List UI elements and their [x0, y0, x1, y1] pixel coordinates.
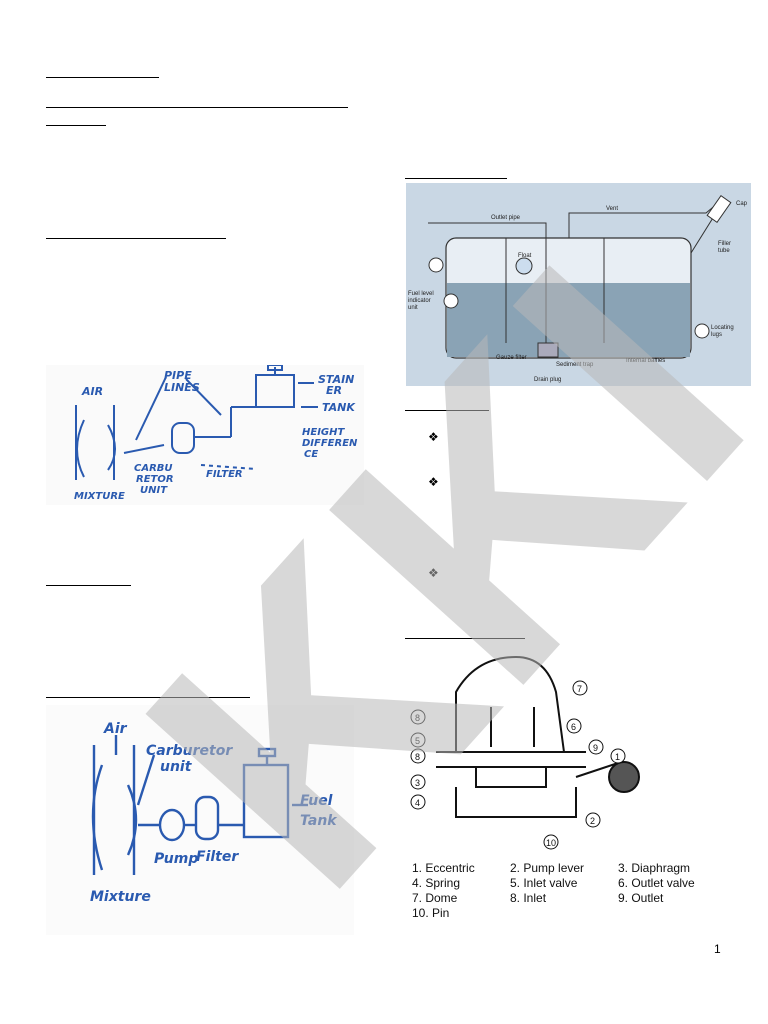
sketch-label: FILTER: [206, 469, 243, 480]
sketch-label: ER: [326, 384, 342, 397]
tank-label: unit: [408, 305, 418, 311]
sketch-label: HEIGHT: [302, 427, 345, 438]
legend-item: 7. Dome: [412, 891, 458, 905]
sketch-label: STAIN: [318, 373, 354, 386]
callout: 9: [593, 743, 598, 753]
callout: 8: [415, 713, 420, 723]
page-number: 1: [714, 942, 721, 956]
legend-item: 3. Diaphragm: [618, 861, 690, 875]
sketch-label: Carburetor: [146, 743, 233, 759]
tank-label: Locating: [711, 325, 734, 331]
sketch-label: CE: [304, 449, 318, 460]
fuel-system-sketch-pump: Air Carburetor unit Fuel Tank Pump Filte…: [46, 705, 354, 935]
fuel-tank-diagram: Outlet pipe Vent Cap Filler tube Float F…: [406, 183, 751, 386]
sketch-label: Filter: [196, 849, 239, 865]
callout: 4: [415, 798, 420, 808]
tank-label: Outlet pipe: [491, 215, 521, 221]
legend-item: 9. Outlet: [618, 891, 664, 905]
sketch-label: PIPE: [164, 369, 192, 382]
tank-label: lugs: [711, 332, 722, 338]
sketch-label: TANK: [322, 401, 356, 414]
legend-item: 10. Pin: [412, 906, 449, 920]
sketch-label: MIXTURE: [74, 491, 125, 502]
callout: 6: [571, 722, 576, 732]
legend-item: 6. Outlet valve: [618, 876, 695, 890]
bullet-diamond-icon: ❖: [428, 475, 439, 489]
callout: 2: [590, 816, 595, 826]
sketch-label: Mixture: [90, 889, 151, 905]
heading-rule-7: [405, 178, 507, 179]
bullet-diamond-icon: ❖: [428, 430, 439, 444]
legend-item: 1. Eccentric: [412, 861, 475, 875]
fuel-system-sketch-gravity: PIPE LINES STAIN ER AIR TANK HEIGHT DIFF…: [46, 365, 364, 505]
tank-label: indicator: [408, 298, 431, 304]
heading-rule-9: [405, 638, 525, 639]
bullet-diamond-icon: ❖: [428, 566, 439, 580]
tank-label: Cap: [736, 201, 748, 207]
heading-rule-2: [46, 107, 348, 108]
heading-rule-3: [46, 125, 106, 126]
sketch-label: LINES: [164, 381, 200, 394]
tank-label: Fuel level: [408, 291, 434, 297]
heading-rule-4: [46, 238, 226, 239]
callout: 10: [546, 838, 556, 848]
fuel-pump-diagram: 1 2 3 4 5 6 7 8 9 10 8 1. Eccentric 2. P…: [406, 652, 716, 922]
callout: 1: [615, 752, 620, 762]
heading-rule-8: [405, 410, 489, 411]
sketch-label: Tank: [300, 813, 338, 829]
callout: 3: [415, 778, 420, 788]
sketch-label: DIFFEREN: [302, 438, 358, 449]
tank-label: tube: [718, 248, 730, 254]
tank-label: Internal baffles: [626, 358, 665, 364]
callout: 5: [415, 736, 420, 746]
legend-item: 4. Spring: [412, 876, 460, 890]
sketch-label: Fuel: [300, 793, 333, 809]
heading-rule-1: [46, 77, 159, 78]
heading-rule-5: [46, 585, 131, 586]
tank-label: Vent: [606, 206, 618, 212]
tank-label: Float: [518, 253, 532, 259]
tank-label: Drain plug: [534, 377, 561, 383]
tank-label: Gauze filter: [496, 355, 527, 361]
sketch-label: AIR: [81, 385, 103, 398]
sketch-label: RETOR: [136, 474, 174, 485]
sketch-label: Pump: [154, 851, 198, 867]
legend-item: 8. Inlet: [510, 891, 547, 905]
callout: 8: [415, 752, 420, 762]
sketch-label: Air: [103, 721, 128, 737]
sketch-label: CARBU: [134, 463, 173, 474]
sketch-label: UNIT: [140, 485, 168, 496]
legend-item: 2. Pump lever: [510, 861, 584, 875]
callout: 7: [577, 684, 582, 694]
legend-item: 5. Inlet valve: [510, 876, 578, 890]
heading-rule-6: [46, 697, 250, 698]
tank-label: Sediment trap: [556, 362, 594, 368]
tank-label: Filler: [718, 241, 731, 247]
sketch-label: unit: [160, 759, 193, 775]
